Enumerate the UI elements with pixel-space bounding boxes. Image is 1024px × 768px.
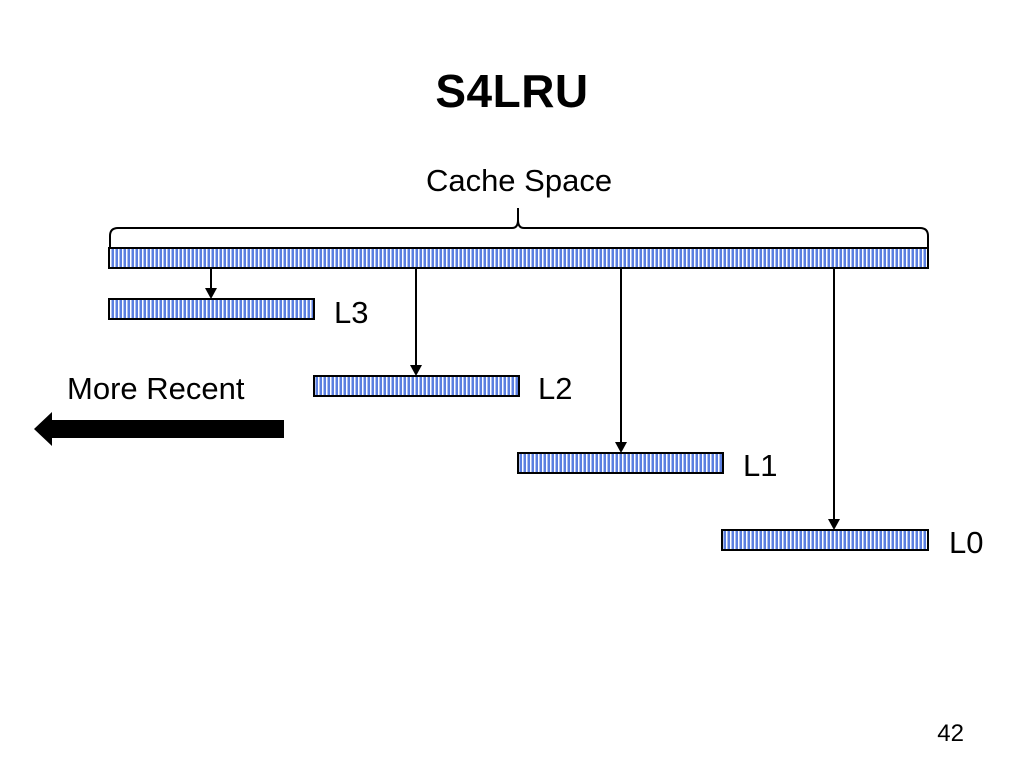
arrow-to-l1 [615,268,627,453]
level-label-l3: L3 [334,295,369,330]
level-label-l2: L2 [538,371,573,406]
level-bar-l0 [721,529,929,551]
arrow-to-l2 [410,268,422,376]
cache-space-bar [108,247,929,269]
level-bar-l1 [517,452,724,474]
level-bar-l3 [108,298,315,320]
level-label-l0: L0 [949,525,984,560]
level-bar-l2 [313,375,520,397]
slide-title: S4LRU [435,65,589,117]
arrow-to-l3 [205,268,217,299]
more-recent-arrow [34,412,284,446]
more-recent-label: More Recent [67,371,245,406]
page-number: 42 [937,720,964,747]
level-label-l1: L1 [743,448,778,483]
cache-space-label: Cache Space [425,163,613,198]
arrow-to-l0 [828,268,840,530]
cache-space-brace [109,208,929,248]
